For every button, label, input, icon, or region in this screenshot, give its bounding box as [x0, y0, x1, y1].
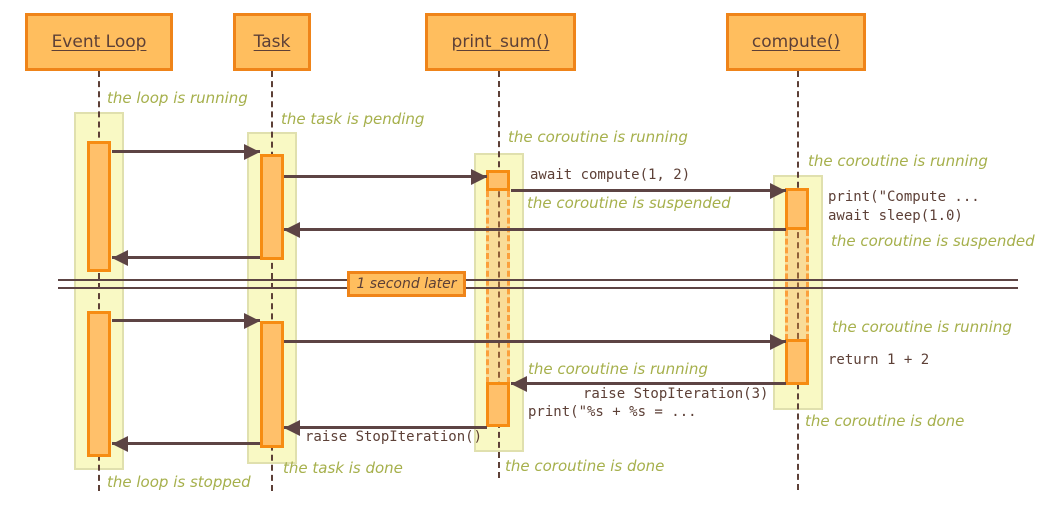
arrow-task-to-printsum-1 [284, 175, 487, 178]
note-compute-running-2: the coroutine is running [832, 318, 1012, 336]
activation-task-1 [260, 154, 284, 260]
note-loop-stopped: the loop is stopped [107, 473, 251, 491]
actor-event-loop: Event Loop [25, 13, 173, 71]
activation-print-sum-1 [486, 170, 510, 191]
note-compute-done: the coroutine is done [805, 412, 965, 430]
suspended-compute [785, 230, 809, 340]
arrow-loop-to-task-1 [112, 150, 260, 153]
divider-label-box: 1 second later [347, 271, 466, 297]
activation-task-2 [260, 321, 284, 448]
lifeline-task [271, 71, 273, 491]
activation-event-loop-2 [87, 311, 111, 457]
arrow-printsum-to-task-stopiteration [284, 426, 487, 429]
actor-event-loop-label: Event Loop [51, 32, 147, 52]
note-printsum-done: the coroutine is done [505, 457, 665, 475]
activation-print-sum-2 [486, 382, 510, 427]
actor-print-sum: print_sum() [425, 13, 576, 71]
note-task-pending: the task is pending [281, 110, 425, 128]
arrow-task-to-compute [284, 340, 786, 343]
note-loop-running: the loop is running [107, 89, 248, 107]
actor-task-label: Task [253, 32, 291, 52]
divider-label: 1 second later [356, 276, 457, 292]
arrow-task-to-loop-return-1 [112, 256, 260, 259]
activation-compute-1 [785, 188, 809, 230]
actor-task: Task [233, 13, 311, 71]
note-compute-suspended: the coroutine is suspended [831, 232, 1035, 250]
arrow-loop-to-task-2 [112, 319, 260, 322]
message-await-compute: await compute(1, 2) [530, 167, 691, 183]
activation-compute-2 [785, 339, 809, 385]
activation-event-loop-1 [87, 141, 111, 272]
message-print-result: print("%s + %s = ... [528, 404, 697, 420]
message-raise-stopiteration-3: raise StopIteration(3) [583, 386, 769, 402]
arrow-task-to-loop-return-2 [112, 442, 260, 445]
divider-line-bottom [58, 287, 1018, 289]
actor-compute-label: compute() [751, 32, 841, 52]
message-raise-stopiteration: raise StopIteration() [305, 429, 483, 445]
actor-print-sum-label: print_sum() [451, 32, 550, 52]
lifeline-print-sum [498, 71, 500, 478]
message-print-compute: print("Compute ... [828, 189, 980, 205]
divider-line-top [58, 279, 1018, 281]
arrow-compute-to-task-return [284, 228, 786, 231]
note-printsum-running-1: the coroutine is running [508, 128, 688, 146]
arrow-printsum-to-compute [511, 189, 786, 192]
note-compute-running-1: the coroutine is running [808, 152, 988, 170]
actor-compute: compute() [726, 13, 866, 71]
lifeline-event-loop [98, 71, 100, 491]
note-task-done: the task is done [283, 459, 403, 477]
message-return-sum: return 1 + 2 [828, 352, 930, 368]
note-printsum-running-2: the coroutine is running [528, 360, 708, 378]
message-await-sleep: await sleep(1.0) [828, 208, 963, 224]
arrow-compute-to-printsum-stopiteration [511, 382, 786, 385]
note-printsum-suspended: the coroutine is suspended [527, 194, 731, 212]
